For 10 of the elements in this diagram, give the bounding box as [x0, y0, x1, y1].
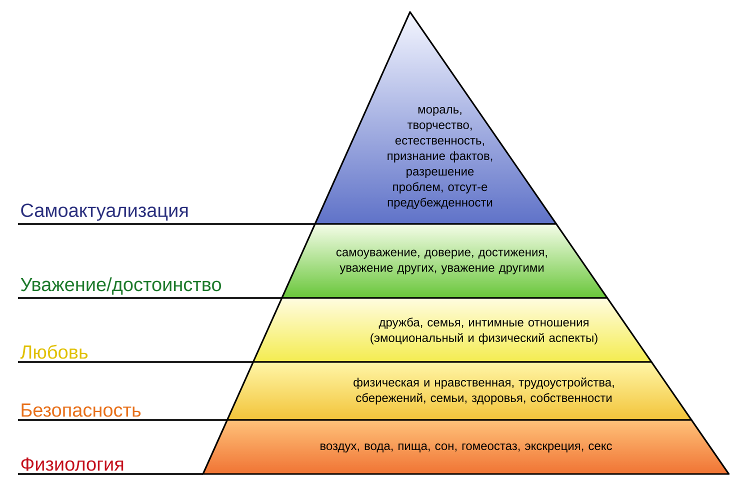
pyramid-level: Безопасность физическая и нравственная, трудоустройства, сбережений, семьи, здоровья, собственности	[18, 361, 692, 421]
node-label: Уважение/достоинство	[20, 277, 222, 295]
pyramid-level: Любовь дружба, семья, интимные отношения (эмоциональный и физический аспекты)	[18, 297, 652, 363]
node-label: Физиология	[21, 457, 124, 471]
node-label: Самоактуализация	[21, 204, 188, 221]
node-label: Безопасность	[22, 404, 141, 417]
node-label: Любовь	[20, 344, 88, 359]
pyramid-level: Самоактуализация мораль, творчество, естественность, признание фактов, разрешение проблем, отсут-е предубежденности	[18, 11, 558, 225]
pyramid-level: Физиология воздух, вода, пища, сон, гомеостаз, экскреция, секс	[18, 419, 730, 475]
pyramid-level: Уважение/достоинство самоуважение, доверие, достижения, уважение других, уважение другими	[18, 223, 608, 299]
